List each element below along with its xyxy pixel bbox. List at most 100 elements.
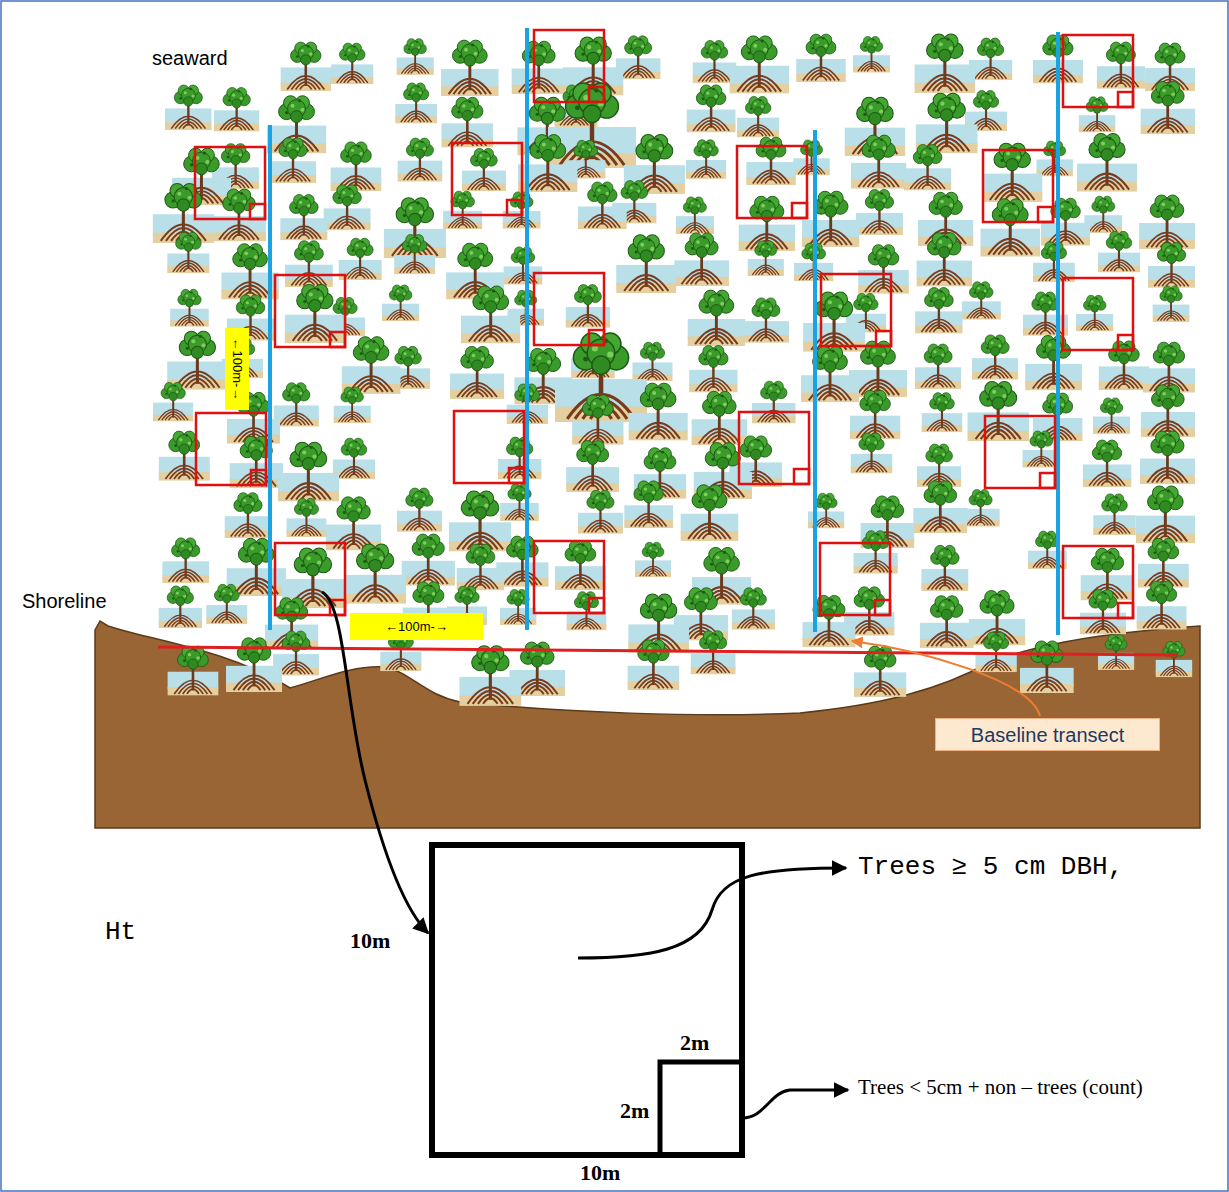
mangrove-tree <box>743 298 789 343</box>
plot-10m <box>432 845 742 1155</box>
mangrove-tree <box>1141 385 1195 438</box>
subplot-square <box>1040 473 1055 488</box>
mangrove-tree <box>982 143 1043 202</box>
mangrove-tree <box>578 182 627 229</box>
sample-plots <box>195 30 1133 618</box>
mangrove-tree <box>441 40 499 96</box>
mangrove-tree <box>802 191 860 247</box>
transect-line <box>1056 32 1060 635</box>
mangrove-tree <box>1139 195 1195 249</box>
mangrove-tree <box>333 387 370 423</box>
mangrove-tree <box>443 191 482 229</box>
annotation: Ht <box>105 918 136 948</box>
mangrove-tree <box>676 197 714 234</box>
annotation: Trees ≥ 5 cm DBH, <box>858 853 1123 883</box>
subplot-square <box>1118 335 1133 350</box>
sample-plot <box>195 147 265 219</box>
plot-square <box>737 146 807 218</box>
mangrove-tree <box>158 586 202 628</box>
plot-square <box>985 416 1055 488</box>
mangrove-tree <box>500 484 539 521</box>
mangrove-tree <box>153 382 193 421</box>
mangrove-tree <box>394 235 435 275</box>
sample-plot <box>454 411 524 483</box>
mangrove-tree <box>680 485 738 541</box>
mangrove-tree <box>450 346 504 399</box>
mangrove-tree <box>915 288 963 334</box>
mangrove-tree <box>972 335 1018 380</box>
sample-plot <box>196 413 266 485</box>
mangrove-tree <box>165 85 212 130</box>
plot-square <box>534 30 604 102</box>
sample-plot <box>275 275 345 347</box>
mangrove-tree <box>851 135 907 189</box>
mangrove-tree <box>270 138 317 183</box>
sample-plot <box>452 143 522 215</box>
sample-plot <box>821 274 891 346</box>
mangrove-tree <box>1093 494 1136 535</box>
subplot-square <box>589 330 604 345</box>
mangrove-tree <box>285 284 346 342</box>
subplot-square <box>507 200 522 215</box>
sample-plot <box>275 543 345 615</box>
mangrove-tree <box>913 481 967 533</box>
plot-square <box>820 543 890 615</box>
mangrove-tree <box>1076 295 1113 331</box>
mangrove-tree <box>342 337 401 394</box>
mangrove-tree <box>500 589 537 625</box>
mangrove-tree <box>1140 81 1195 134</box>
plot-square <box>452 143 522 215</box>
annotation: Trees < 5cm + non – trees (count) <box>858 1075 1158 1099</box>
mangrove-tree <box>1023 292 1068 336</box>
mangrove-tree <box>796 34 846 82</box>
mangrove-tree <box>229 436 283 488</box>
mangrove-tree <box>729 36 789 94</box>
mangrove-tree <box>397 138 442 182</box>
mangrove-tree <box>1152 286 1189 322</box>
mangrove-tree <box>330 142 381 191</box>
mangrove-tree <box>396 39 433 75</box>
mangrove-tree <box>628 383 687 440</box>
mangrove-tree <box>1079 97 1116 133</box>
dimension-label: 2m <box>680 1030 709 1055</box>
node-text: ←100m-→ <box>385 619 448 634</box>
mangrove-tree <box>1083 440 1132 487</box>
plot-square <box>275 543 345 615</box>
mangrove-tree <box>856 189 903 234</box>
subplot-square <box>1038 207 1053 222</box>
subplot-square <box>875 600 890 615</box>
mangrove-tree <box>1136 581 1186 630</box>
mangrove-tree <box>503 247 542 285</box>
plot-square <box>1063 546 1133 618</box>
mangrove-tree <box>616 235 676 293</box>
mangrove-tree <box>1036 141 1073 176</box>
mangrove-tree <box>858 245 909 294</box>
mangrove-tree <box>511 41 566 94</box>
plot-square <box>454 411 524 483</box>
node-text: ←100m-→ <box>230 338 245 401</box>
mangrove-tree <box>1098 231 1140 272</box>
mangrove-tree <box>674 233 729 286</box>
mangrove-tree <box>449 491 512 552</box>
plot-square <box>739 412 809 484</box>
sample-plot <box>739 412 809 484</box>
mangrove-tree <box>967 382 1029 442</box>
subplot-square <box>794 469 809 484</box>
mangrove-tree <box>214 88 259 132</box>
transect-line <box>813 130 817 632</box>
mangrove-tree <box>853 36 890 72</box>
mangrove-tree <box>1136 486 1195 543</box>
mangrove-tree <box>921 545 968 591</box>
sample-plot <box>1063 546 1133 618</box>
subplot-square <box>250 204 265 219</box>
mangrove-tree <box>206 584 247 624</box>
sample-plot <box>737 146 807 218</box>
mangrove-tree <box>746 137 796 185</box>
mangrove-tree <box>687 85 736 133</box>
mangrove-tree <box>689 346 738 393</box>
transect-line <box>268 125 272 630</box>
mangrove-tree <box>167 331 228 390</box>
mangrove-tree <box>285 241 333 287</box>
